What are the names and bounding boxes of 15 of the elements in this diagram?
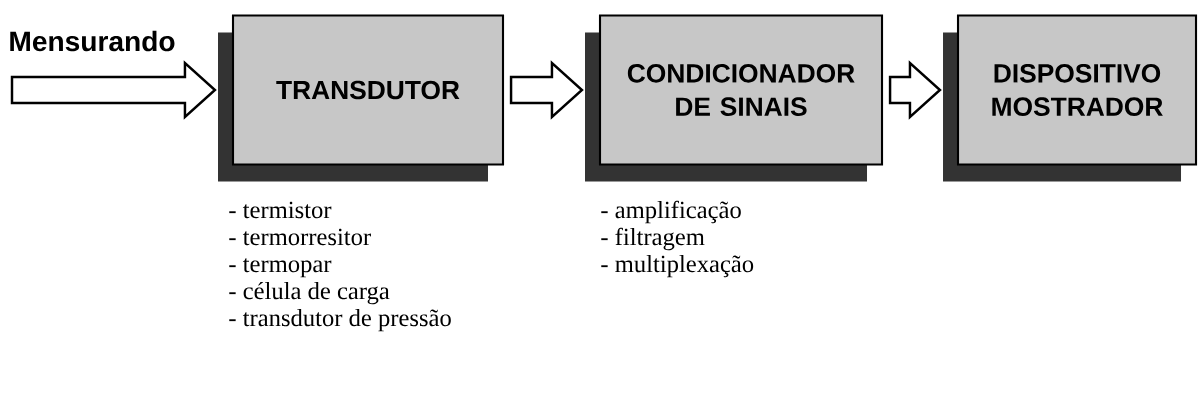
process-box: TRANSDUTOR: [218, 14, 505, 182]
list-item: - multiplexação: [601, 254, 754, 278]
list-item: - termopar: [229, 258, 332, 278]
list-item: - filtragem: [601, 227, 705, 251]
list-item: - termorresitor: [229, 228, 371, 246]
list-item: - amplificação: [601, 200, 741, 224]
list-item: - termistor: [229, 201, 332, 219]
process-box: CONDICIONADOR DE SINAIS: [585, 14, 884, 182]
block-arrow: [888, 60, 942, 120]
process-box: DISPOSITIVO MOSTRADOR: [943, 14, 1198, 182]
list-item: - transdutor de pressão: [229, 308, 451, 332]
list-item: - célula de carga: [229, 281, 390, 305]
edge-label: Mensurando: [6, 28, 178, 54]
block-arrow: [10, 60, 217, 120]
block-arrow: [509, 60, 584, 120]
